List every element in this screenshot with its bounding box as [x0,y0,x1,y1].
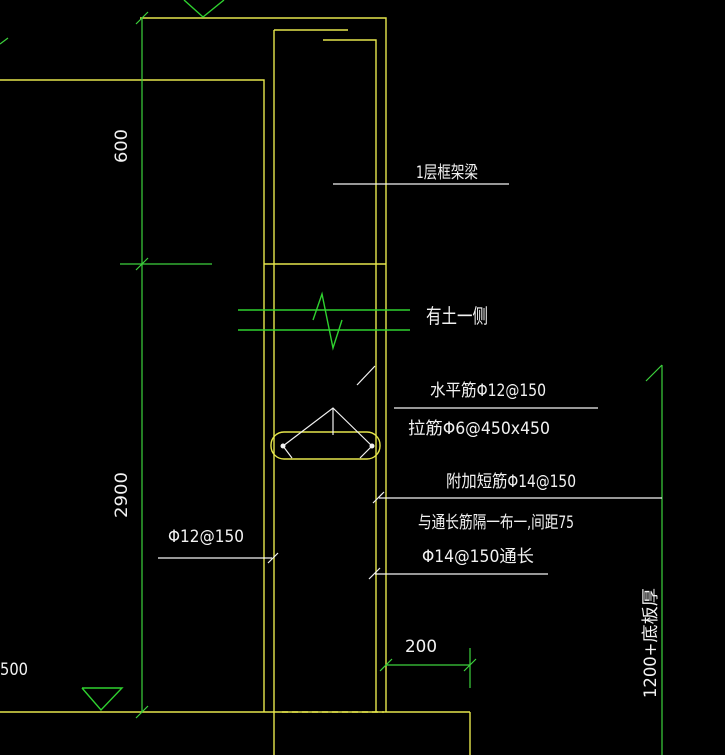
continuous-bar-label: Φ14@150通长 [422,547,534,567]
leader-lines [158,183,662,580]
frame-beam-label: 1层框架梁 [416,163,478,183]
wall-inner-right [323,39,377,712]
upper-height-dimension-text: 600 [112,129,132,163]
slab-top-line [0,79,265,712]
lower-height-dimension-text: 2900 [112,472,132,518]
additional-bar-label: 附加短筋Φ14@150 [446,472,576,492]
wall-outer-frame [140,17,387,712]
tie-hook-ends [280,443,375,449]
tie-bar-label: 拉筋Φ6@450x450 [408,419,550,439]
tie-bar-hook [270,431,381,460]
level-markers [81,0,225,712]
cover-dimension-text: 200 [405,637,437,657]
top-level-marker [183,0,225,18]
concrete-outline [0,17,471,755]
tie-bar-triangle [282,407,373,447]
spacing-note-label: 与通长筋隔一布一,间距75 [418,513,574,533]
left-partial-dimension-text: 500 [0,660,28,680]
left-bar-label: Φ12@150 [168,527,244,547]
base-note-text: 1200+底板厚 [641,588,661,698]
soil-side-label: 有土一侧 [426,304,488,328]
horizontal-bar-label: 水平筋Φ12@150 [430,381,546,401]
base-level-marker [81,687,124,712]
soil-side-symbol [238,291,410,351]
dimension-lines [0,11,663,755]
